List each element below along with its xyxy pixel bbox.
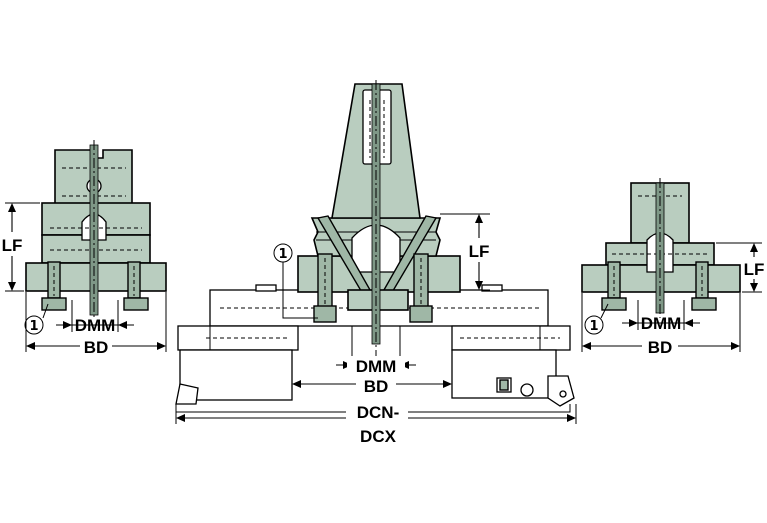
left-callout-number: 1 bbox=[29, 319, 38, 334]
left-clamp-b bbox=[123, 297, 149, 311]
right-dmm-label: DMM bbox=[641, 314, 682, 333]
right-bd-label: BD bbox=[648, 338, 673, 357]
left-clamp-a bbox=[41, 297, 67, 311]
right-callout-circle bbox=[584, 315, 604, 335]
left-bd-label: BD bbox=[84, 338, 109, 357]
center-clamp-b bbox=[409, 305, 433, 323]
center-dcn-label: DCN- bbox=[357, 403, 400, 422]
center-left-foot bbox=[175, 383, 199, 405]
center-lf-label: LF bbox=[469, 242, 490, 261]
right-lf-label: LF bbox=[744, 260, 765, 279]
right-clamp-a bbox=[601, 297, 627, 311]
center-callout-number: 1 bbox=[278, 247, 287, 262]
left-lf-label: LF bbox=[2, 236, 23, 255]
center-rail-top-tab-b bbox=[481, 284, 503, 292]
center-dcx-label: DCX bbox=[360, 427, 397, 446]
center-dimensions: LF DMM BD DCN- DCX 1 bbox=[175, 213, 577, 448]
left-callout-circle bbox=[24, 315, 44, 335]
right-callout-number: 1 bbox=[589, 319, 598, 334]
center-dmm-label: DMM bbox=[356, 357, 397, 376]
center-clamp-a bbox=[313, 305, 337, 323]
right-dimensions: LF DMM BD 1 bbox=[581, 242, 767, 357]
left-adapter bbox=[25, 140, 167, 320]
center-bd-label: BD bbox=[364, 377, 389, 396]
right-clamp-b bbox=[691, 297, 717, 311]
left-dimensions: LF DMM BD 1 bbox=[0, 202, 167, 357]
center-rail-top-tab-a bbox=[255, 284, 277, 292]
left-dmm-label: DMM bbox=[75, 316, 116, 335]
center-insert-circle bbox=[520, 383, 534, 397]
right-adapter bbox=[581, 178, 741, 318]
center-adapter bbox=[175, 80, 575, 413]
center-insert-screw bbox=[499, 379, 509, 391]
